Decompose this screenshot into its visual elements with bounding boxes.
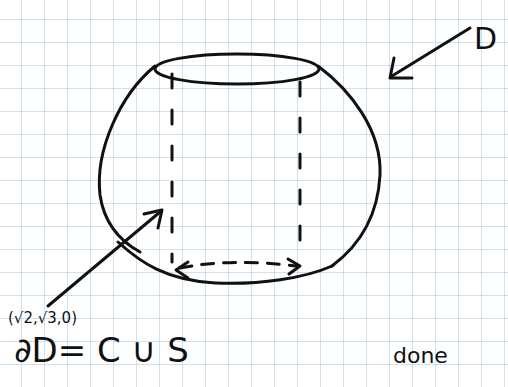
arrow-mark-left <box>176 262 188 278</box>
surface-label: D <box>474 22 497 55</box>
bottom-curve <box>118 242 332 283</box>
point-label: (√2,√3,0) <box>8 310 77 327</box>
dashed-left <box>171 74 174 262</box>
right-side <box>318 66 380 266</box>
note-text: done <box>393 344 448 368</box>
arrow-mark-right <box>288 259 300 274</box>
top-ellipse <box>155 54 319 84</box>
arrow-head <box>144 210 162 228</box>
dashed-bottom <box>180 262 296 268</box>
dashed-right <box>299 82 302 262</box>
arrow-head <box>390 58 412 78</box>
leader-arrow <box>392 28 470 76</box>
boundary-equation: ∂D= C ∪ S <box>14 332 189 369</box>
leader-arrow <box>48 212 160 306</box>
